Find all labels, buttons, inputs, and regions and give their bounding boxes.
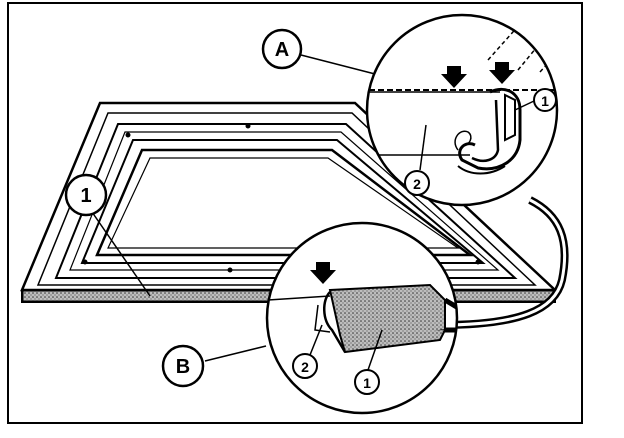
detail-b-callout-2-circle: [292, 353, 318, 379]
detail-b-callout-2: 2: [301, 359, 309, 375]
detail-a-callout-2-circle: [404, 170, 430, 196]
diagram-border: [7, 2, 583, 424]
detail-a-label-circle: [261, 28, 303, 70]
detail-a-callout-1-circle: [533, 88, 557, 112]
detail-a-callout-2: 2: [413, 176, 421, 192]
detail-a-label: A: [275, 39, 289, 61]
detail-b-callout-1-circle: [354, 369, 380, 395]
detail-b-label-circle: [161, 344, 205, 388]
frame-callout-1: 1: [80, 185, 91, 207]
detail-a-magnifier: 1 2: [300, 13, 559, 207]
detail-b-magnifier: 2 1: [204, 221, 459, 415]
frame-callout-1-circle: [64, 173, 108, 217]
detail-b-label: B: [176, 356, 190, 378]
arrow-icon: [441, 66, 467, 88]
detail-b-callout-1: 1: [363, 375, 371, 391]
arrow-icon: [489, 62, 515, 84]
arrow-icon: [310, 262, 336, 284]
detail-a-callout-1: 1: [541, 93, 549, 109]
